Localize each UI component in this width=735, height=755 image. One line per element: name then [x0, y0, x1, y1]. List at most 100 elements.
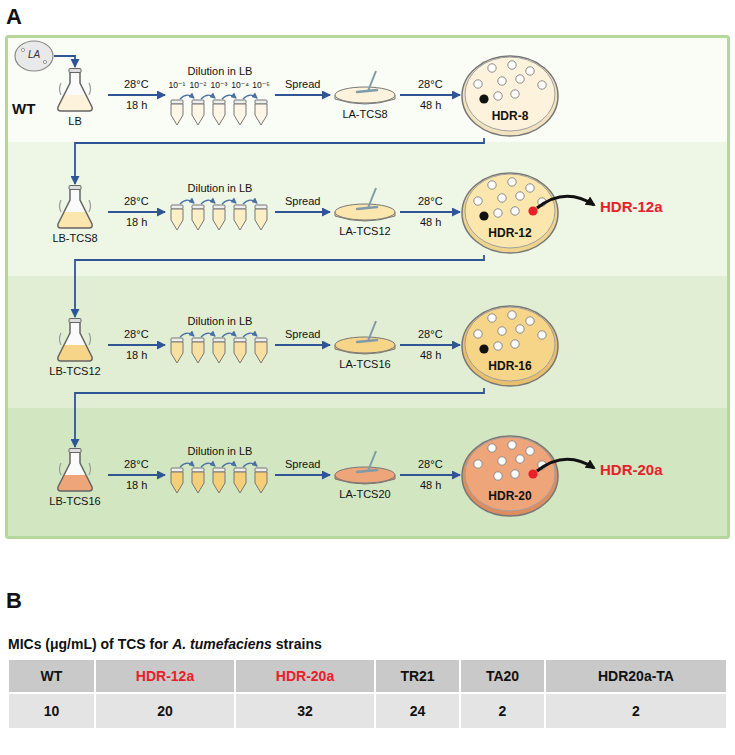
process-arrow — [400, 94, 460, 96]
condition-label: 28°C — [124, 78, 149, 91]
flask-body — [58, 189, 92, 228]
flask-symbol — [55, 317, 95, 363]
medium-label: LA-TCS12 — [330, 225, 400, 237]
condition-label: 28°C — [124, 458, 149, 471]
table-cell: 20 — [96, 694, 234, 728]
transfer-arrow — [243, 333, 257, 337]
spreader-rod — [368, 71, 376, 91]
flask-outline — [58, 72, 92, 111]
tube-symbol — [234, 209, 246, 230]
table-cell: 2 — [461, 694, 544, 728]
tube-symbol — [171, 342, 183, 363]
flask-cap — [69, 449, 81, 453]
table-header: TA20 — [461, 660, 544, 692]
strain-label: WT — [12, 100, 35, 118]
dilution-factor: 10⁻⁴ — [230, 79, 251, 91]
dilution-tubes: Dilution in LB — [165, 182, 275, 234]
flask-outline — [58, 452, 92, 491]
picked-colony — [479, 94, 488, 103]
medium-label: LB-TCS8 — [42, 232, 108, 244]
tube-cap — [255, 205, 267, 209]
flask-outline — [58, 322, 92, 361]
transfer-arrow — [180, 333, 194, 337]
tube-cap — [213, 468, 225, 472]
result-plate: HDR-12 — [460, 169, 560, 255]
transfer-arrow — [180, 200, 194, 204]
colony — [488, 314, 496, 322]
condition-label: 28°C — [418, 328, 443, 341]
tube-symbol — [192, 209, 204, 230]
colony — [516, 75, 524, 83]
time-label: 18 h — [126, 99, 147, 112]
table-cell: 24 — [376, 694, 459, 728]
plate-name: HDR-12 — [460, 226, 560, 240]
colony — [474, 460, 482, 468]
colony — [511, 470, 519, 478]
process-arrow — [400, 211, 460, 213]
colony — [494, 342, 502, 350]
step-band — [8, 38, 727, 142]
colony — [538, 198, 546, 206]
tube-symbol — [213, 342, 225, 363]
agar-plate — [460, 302, 560, 388]
colony — [538, 331, 546, 339]
table-header: HDR20a-TA — [546, 660, 726, 692]
colony — [516, 455, 524, 463]
time-label: 48 h — [420, 99, 441, 112]
table-header: HDR-12a — [96, 660, 234, 692]
colony — [494, 92, 502, 100]
dilution-tubes: Dilution in LB — [165, 315, 275, 367]
process-arrow — [275, 94, 330, 96]
spread-plate: LA-TCS8 — [330, 69, 400, 125]
tube-symbol — [213, 472, 225, 493]
colony — [516, 192, 524, 200]
dilution-factor: 10⁻⁵ — [251, 79, 272, 91]
picked-colony — [479, 344, 488, 353]
colony — [516, 325, 524, 333]
plate-name: HDR-8 — [460, 109, 560, 123]
colony — [508, 178, 516, 186]
tube-cap — [171, 205, 183, 209]
plate-name: HDR-16 — [460, 359, 560, 373]
table-header: HDR-20a — [236, 660, 374, 692]
tube-cap — [213, 338, 225, 342]
transfer-arrow — [180, 95, 194, 99]
flask-symbol — [55, 447, 95, 493]
transfer-arrow — [201, 463, 215, 467]
table-header: WT — [9, 660, 94, 692]
stock-plate: LA — [14, 40, 54, 72]
agar-plate — [460, 169, 560, 255]
tube-cap — [255, 468, 267, 472]
colony — [538, 461, 546, 469]
shake-mark — [60, 333, 91, 345]
title-text: A. tumefaciens — [172, 636, 272, 652]
step-label: Dilution in LB — [165, 315, 275, 329]
spread-dish — [330, 69, 400, 105]
flask-body — [58, 452, 92, 491]
table-cell: 2 — [546, 694, 726, 728]
plate-rim — [462, 173, 558, 253]
tube-symbol — [213, 104, 225, 125]
transfer-arrow — [222, 95, 236, 99]
step-label: Dilution in LB — [165, 445, 275, 459]
condition-label: 28°C — [418, 195, 443, 208]
tube-cap — [255, 100, 267, 104]
transfer-arrow — [201, 333, 215, 337]
step-band — [8, 142, 727, 276]
spreader-foot — [357, 340, 377, 342]
spreader-foot — [357, 470, 377, 472]
transfer-arrow — [243, 200, 257, 204]
tube-cap — [213, 205, 225, 209]
colony — [43, 60, 46, 63]
condition-label: Spread — [285, 458, 320, 471]
process-arrow — [75, 388, 484, 447]
spreader-foot — [357, 207, 377, 209]
tube-symbol — [171, 104, 183, 125]
tube-symbol — [171, 472, 183, 493]
spreader-rod — [368, 451, 376, 471]
condition-label: 28°C — [124, 195, 149, 208]
medium-label: LA-TCS16 — [330, 358, 400, 370]
agar-plate — [460, 52, 560, 138]
tube-symbol — [192, 104, 204, 125]
